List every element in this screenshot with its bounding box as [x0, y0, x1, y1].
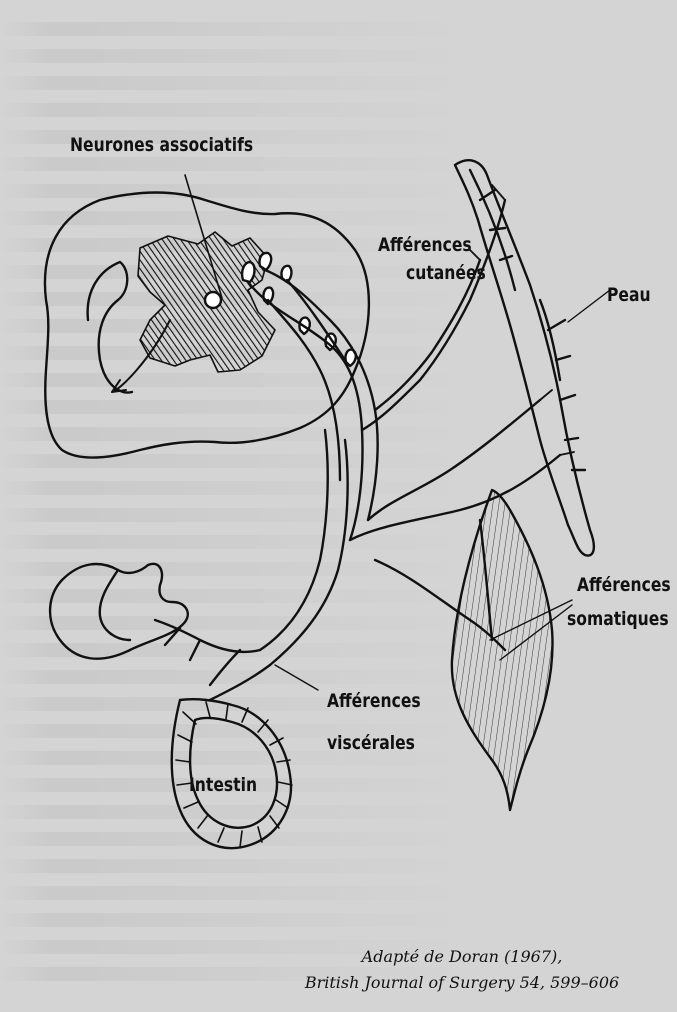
- skin-flap: [455, 160, 594, 555]
- label-peau: Peau: [607, 282, 651, 308]
- mesentery-outline: [50, 564, 188, 659]
- label-neurones-associatifs: Neurones associatifs: [70, 132, 253, 158]
- caption-line-1: Adapté de Doran (1967),: [262, 944, 662, 970]
- muscle: [452, 490, 553, 810]
- label-intestin: Intestin: [189, 772, 257, 798]
- label-afferences-viscerales-line1: Afférences: [327, 688, 421, 714]
- label-afferences-viscerales-line2: viscérales: [327, 730, 415, 756]
- label-afferences-cutanees-line1: Afférences: [378, 232, 472, 258]
- label-afferences-somatiques-line1: Afférences: [577, 572, 671, 598]
- visceral-afferent-fibers: [155, 620, 260, 652]
- label-afferences-somatiques-line2: somatiques: [567, 606, 669, 632]
- spinal-inner-contour: [88, 262, 132, 393]
- label-afferences-cutanees-line2: cutanées: [406, 260, 486, 286]
- caption-line-2: British Journal of Surgery 54, 599–606: [262, 970, 662, 996]
- figure-caption: Adapté de Doran (1967), British Journal …: [262, 944, 662, 996]
